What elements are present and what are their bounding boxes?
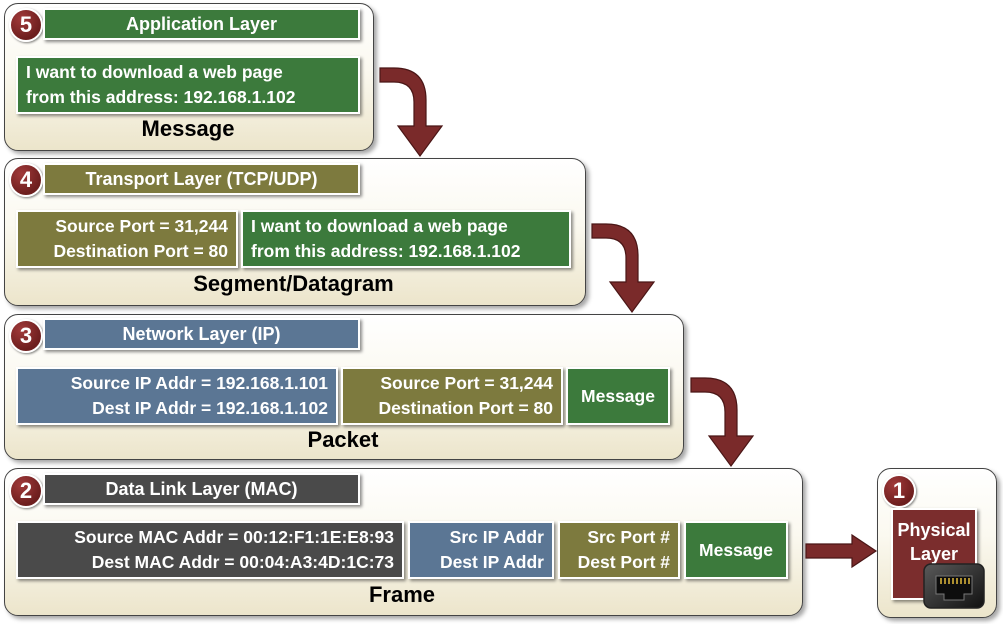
datalink-message-label: Message — [699, 539, 773, 560]
datalink-message-box: Message — [684, 521, 788, 579]
application-message-box: I want to download a web page from this … — [16, 56, 360, 114]
transport-destination-port: Destination Port = 80 — [53, 241, 228, 261]
network-port-box: Source Port = 31,244 Destination Port = … — [341, 367, 563, 425]
network-message-box: Message — [566, 367, 670, 425]
layer-5-badge: 5 — [9, 8, 43, 42]
layer-1-badge: 1 — [882, 474, 916, 508]
application-layer-header: Application Layer — [43, 8, 360, 40]
packet-caption: Packet — [307, 427, 379, 452]
message-caption: Message — [141, 116, 235, 141]
application-message-line-2: from this address: 192.168.1.102 — [26, 87, 296, 107]
curved-down-arrow-icon — [690, 377, 755, 468]
datalink-layer-header: Data Link Layer (MAC) — [43, 473, 360, 505]
physical-layer-line-1: Physical — [897, 520, 971, 540]
physical-layer-line-2: Layer — [909, 544, 959, 564]
transport-message-line-2: from this address: 192.168.1.102 — [251, 241, 521, 261]
transport-message-box: I want to download a web page from this … — [241, 210, 571, 268]
transport-message-line-1: I want to download a web page — [251, 216, 508, 236]
datalink-source-mac: Source MAC Addr = 00:12:F1:1E:E8:93 — [74, 527, 394, 547]
transport-port-box: Source Port = 31,244 Destination Port = … — [16, 210, 238, 268]
right-arrow-icon — [805, 533, 878, 569]
datalink-mac-box: Source MAC Addr = 00:12:F1:1E:E8:93 Dest… — [16, 521, 404, 579]
network-dest-ip: Dest IP Addr = 192.168.1.102 — [92, 398, 328, 418]
network-layer-header: Network Layer (IP) — [43, 318, 360, 350]
transport-source-port: Source Port = 31,244 — [55, 216, 228, 236]
network-source-port: Source Port = 31,244 — [380, 373, 553, 393]
network-message-label: Message — [581, 385, 655, 406]
datalink-dest-mac: Dest MAC Addr = 00:04:A3:4D:1C:73 — [91, 552, 394, 572]
layer-4-badge: 4 — [9, 163, 43, 197]
datalink-src-port: Src Port # — [587, 527, 670, 547]
frame-caption: Frame — [368, 582, 436, 607]
network-destination-port: Destination Port = 80 — [378, 398, 553, 418]
network-ip-box: Source IP Addr = 192.168.1.101 Dest IP A… — [16, 367, 338, 425]
datalink-port-box: Src Port # Dest Port # — [558, 521, 680, 579]
network-source-ip: Source IP Addr = 192.168.1.101 — [70, 373, 328, 393]
layer-2-badge: 2 — [9, 474, 43, 508]
segment-datagram-caption: Segment/Datagram — [193, 271, 394, 296]
curved-down-arrow-icon — [591, 223, 656, 314]
curved-down-arrow-icon — [379, 67, 444, 158]
transport-layer-header: Transport Layer (TCP/UDP) — [43, 163, 360, 195]
datalink-ip-box: Src IP Addr Dest IP Addr — [408, 521, 554, 579]
datalink-dest-port: Dest Port # — [577, 552, 670, 572]
layer-3-badge: 3 — [9, 319, 43, 353]
ethernet-port-icon — [923, 563, 985, 609]
application-message-line-1: I want to download a web page — [26, 62, 283, 82]
datalink-dest-ip: Dest IP Addr — [439, 552, 544, 572]
datalink-src-ip: Src IP Addr — [449, 527, 544, 547]
